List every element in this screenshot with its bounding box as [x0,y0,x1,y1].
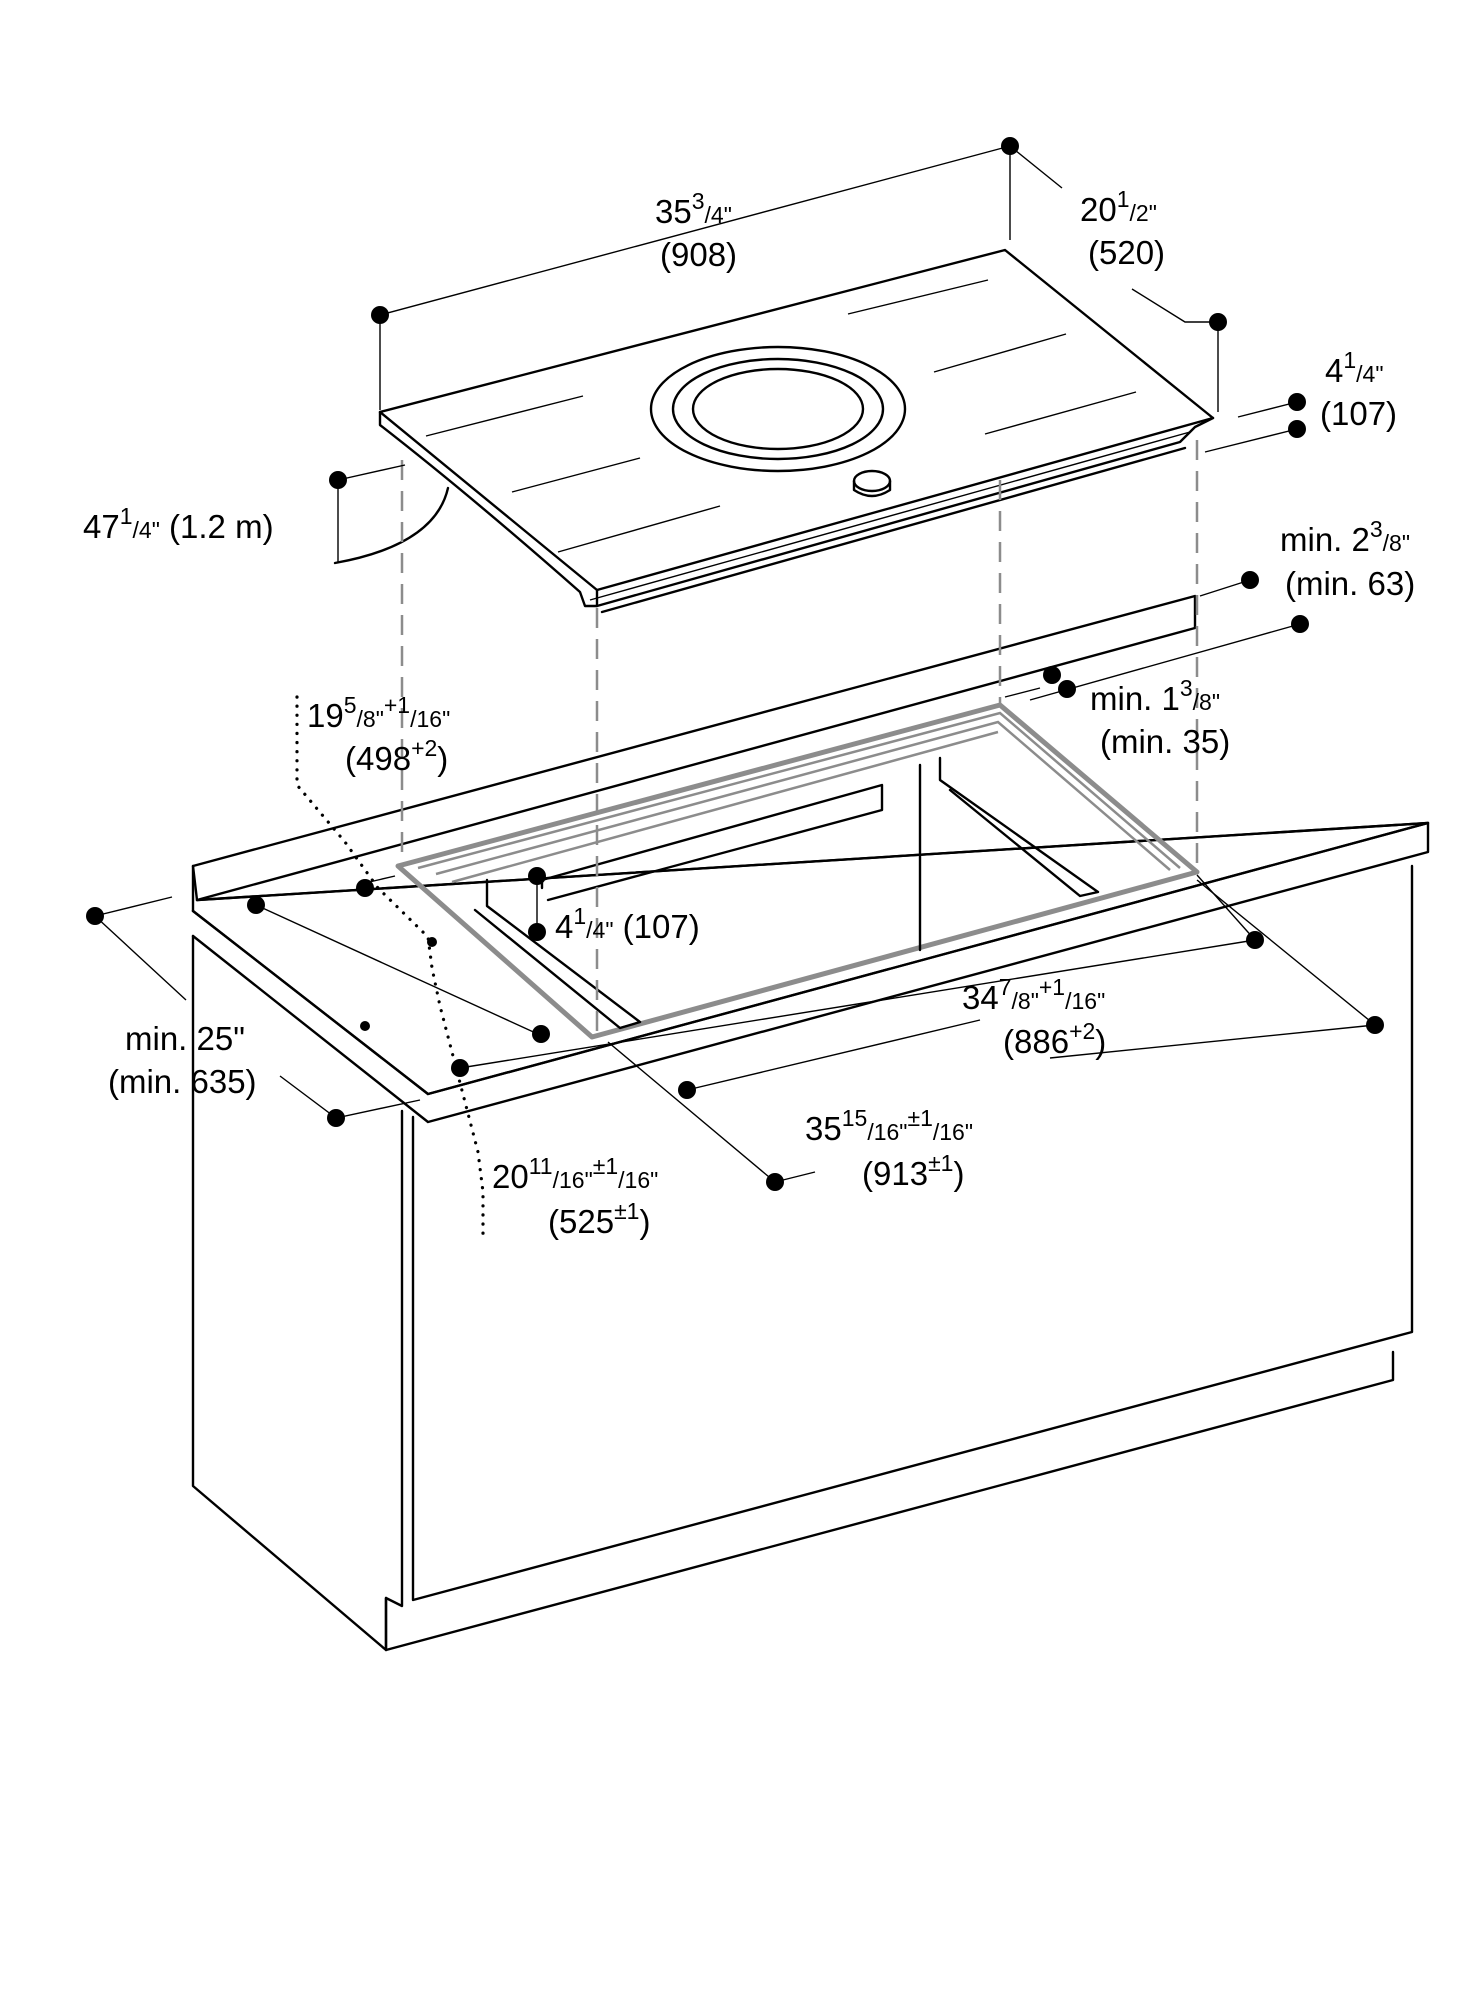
counter-depth-mm: (min. 635) [108,1063,257,1100]
cooktop [333,248,1215,614]
power-cord [333,486,450,565]
height-label: 41/4" [1325,347,1384,389]
cord-label: 471/4" (1.2 m) [83,503,274,545]
cooktop-bottom-edge [600,446,1187,614]
top-depth-label: 201/2" [1080,186,1157,228]
outer-depth-mm: (525±1) [548,1198,650,1240]
cabinet-plinth [384,1350,1395,1652]
countertop-edge [191,821,1430,1124]
cutout-depth-mm: (498+2) [345,735,448,777]
cooktop-front-edge [595,416,1215,608]
cabinet [191,594,1430,1652]
cutout-back-min-label: min. 13/8" [1090,675,1220,717]
cooking-zone-marks [425,279,1137,553]
countertop-cutout [395,702,1200,1040]
cutout-width-mm: (886+2) [1003,1018,1106,1060]
cutout-depth-label: 195/8"+1/16" [307,692,450,734]
top-width-label: 353/4" [655,188,732,230]
inner-height-label: 41/4" (107) [555,903,700,945]
height-mm: (107) [1320,395,1397,432]
control-knob [852,469,892,493]
outer-depth-label: 2011/16"±1/16" [492,1153,658,1195]
wok-zone-middle [671,357,885,461]
cutout-back-min-mm: (min. 35) [1100,723,1230,760]
projection-lines [400,440,1199,1037]
outer-width-mm: (913±1) [862,1150,964,1192]
dimension-lines [94,145,1376,1183]
wok-zone-inner [691,367,865,451]
countertop [191,821,1430,1096]
control-knob-side [852,479,892,498]
cutout-ledge-2 [435,720,1171,876]
outer-width-label: 3515/16"±1/16" [805,1105,973,1147]
counter-depth-label: min. 25" [125,1020,245,1057]
cooktop-top [378,248,1215,592]
top-depth-mm: (520) [1088,234,1165,271]
cooktop-lip [589,431,1191,601]
dimension-points [86,137,1384,1191]
cutout-outer [395,702,1200,1040]
cooktop-left-edge [378,410,599,608]
dotted-leader [295,695,485,1242]
cutout-ledge-1 [417,711,1181,870]
inner-box-left [473,878,642,1030]
cutout-ledge-3 [451,730,999,884]
cutout-width-label: 347/8"+1/16" [962,974,1105,1016]
cabinet-front [411,864,1414,1602]
back-clearance-mm: (min. 63) [1285,565,1415,602]
inner-box-right [938,756,1100,898]
countertop-back-edge [195,821,1430,902]
back-clearance-label: min. 23/8" [1280,516,1410,558]
backsplash-top [191,594,1197,902]
wok-zone-outer [649,345,907,473]
top-width-mm: (908) [660,236,737,273]
